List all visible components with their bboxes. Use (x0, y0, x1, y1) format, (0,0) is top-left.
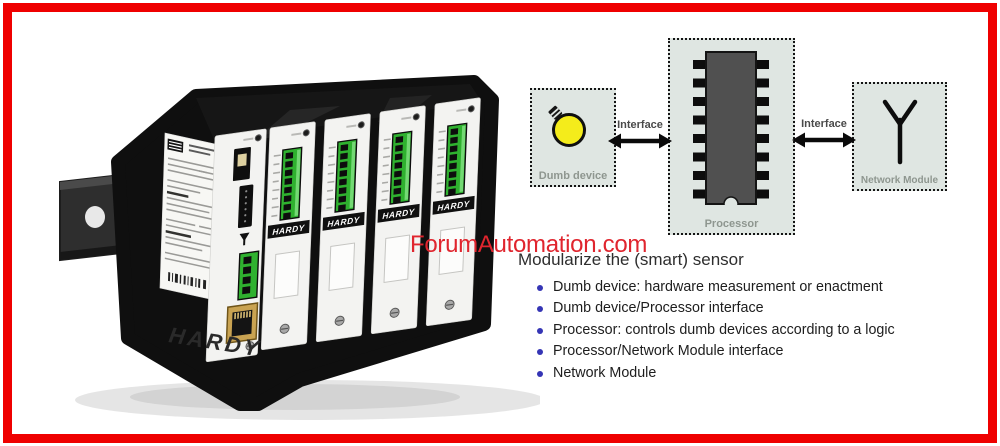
power-terminal-block (237, 250, 260, 301)
interface-label-right: Interface (801, 118, 847, 130)
device-top-face (196, 84, 482, 142)
bullet-item: Dumb device/Processor interface (535, 298, 975, 319)
usb-port (232, 146, 251, 182)
barcode (167, 272, 207, 290)
chip-icon (693, 51, 769, 214)
din-rail (59, 172, 131, 262)
device-shadow (75, 380, 545, 420)
interface-arrow-left (608, 133, 672, 149)
device-photo: HARDY (40, 70, 545, 440)
lightbulb-icon (548, 105, 586, 147)
interface-arrow-right (792, 132, 856, 148)
bullet-item: Dumb device: hardware measurement or ena… (535, 277, 975, 298)
bullet-item: Network Module (535, 363, 975, 384)
bullet-item: Processor/Network Module interface (535, 341, 975, 362)
network-symbol-icon (239, 232, 250, 246)
antenna-icon (882, 99, 918, 165)
status-led (254, 134, 262, 142)
processor-box: Processor (668, 38, 795, 235)
network-module-label: Network Module (860, 175, 939, 186)
serial-connector (237, 184, 254, 229)
bullet-list: Dumb device: hardware measurement or ena… (535, 277, 975, 384)
controller-module-face (205, 128, 267, 363)
hardy-device-illustration: HARDY (59, 75, 545, 420)
ethernet-port (225, 302, 259, 345)
bullet-item: Processor: controls dumb devices accordi… (535, 320, 975, 341)
section-heading: Modularize the (smart) sensor (518, 250, 744, 269)
watermark-text: ForumAutomation.com (410, 231, 648, 258)
processor-label: Processor (704, 218, 759, 230)
network-module-box: Network Module (852, 82, 947, 191)
rail-hole (85, 206, 105, 228)
screw (245, 341, 255, 351)
dumb-device-label: Dumb device (538, 170, 608, 182)
interface-label-left: Interface (617, 119, 663, 131)
dumb-device-box: Dumb device (530, 88, 616, 187)
